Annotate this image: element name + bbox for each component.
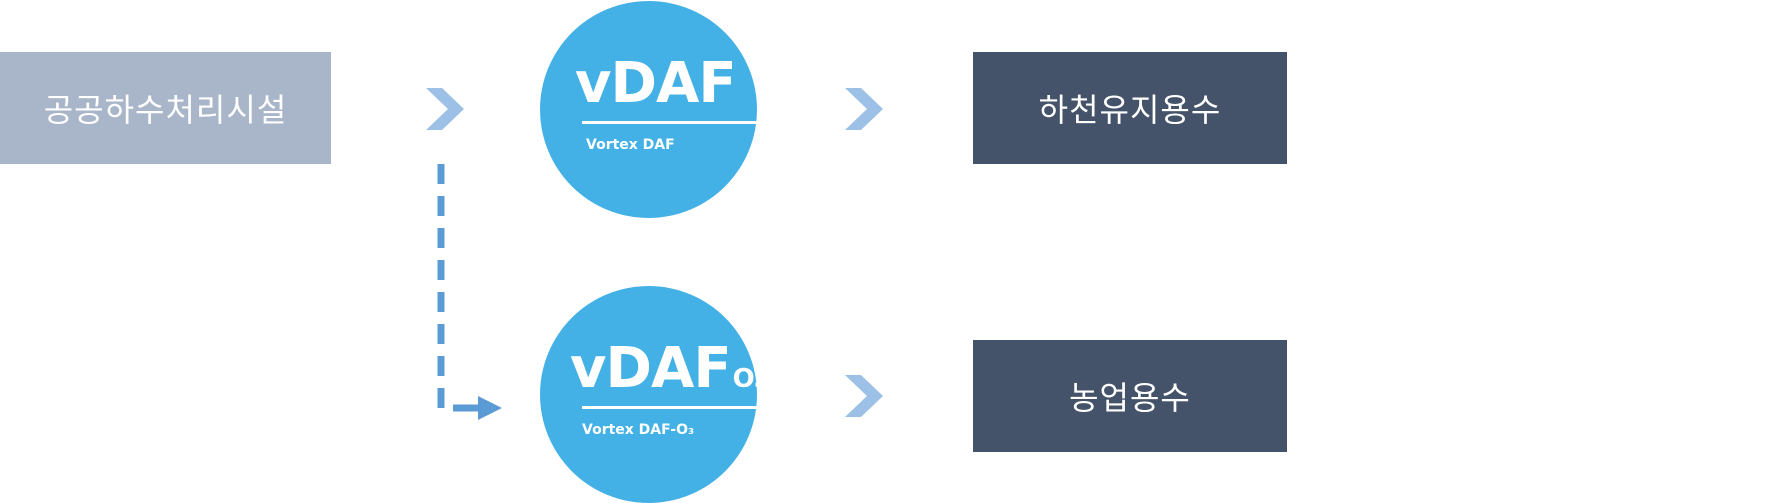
chevron-right-icon (845, 375, 883, 417)
vdaf-o3-divider (582, 406, 757, 409)
source-label: 공공하수처리시설 (43, 91, 288, 129)
vdaf-o3-logo-circle: vDAFO3 Vortex DAF-O₃ (540, 286, 772, 503)
source-box: 공공하수처리시설 (0, 52, 331, 164)
vdaf-o3-brand-text: vDAFO3 (570, 336, 772, 401)
arrow-right-icon (478, 396, 502, 420)
vdaf-caption: Vortex DAF (586, 137, 675, 153)
chevron-right-icon (845, 88, 883, 130)
vdaf-logo-circle: vDAF Vortex DAF (540, 1, 757, 218)
output-label-agriculture: 농업용수 (1069, 379, 1191, 417)
vdaf-divider (582, 121, 757, 124)
output-box-river: 하천유지용수 (973, 52, 1287, 164)
vdaf-o3-subscript: O3 (732, 364, 772, 394)
vdaf-brand-text: vDAF (575, 51, 737, 116)
chevron-right-icon (426, 88, 464, 130)
output-label-river: 하천유지용수 (1038, 91, 1222, 129)
vdaf-o3-caption: Vortex DAF-O₃ (582, 422, 695, 438)
output-box-agriculture: 농업용수 (973, 340, 1287, 452)
